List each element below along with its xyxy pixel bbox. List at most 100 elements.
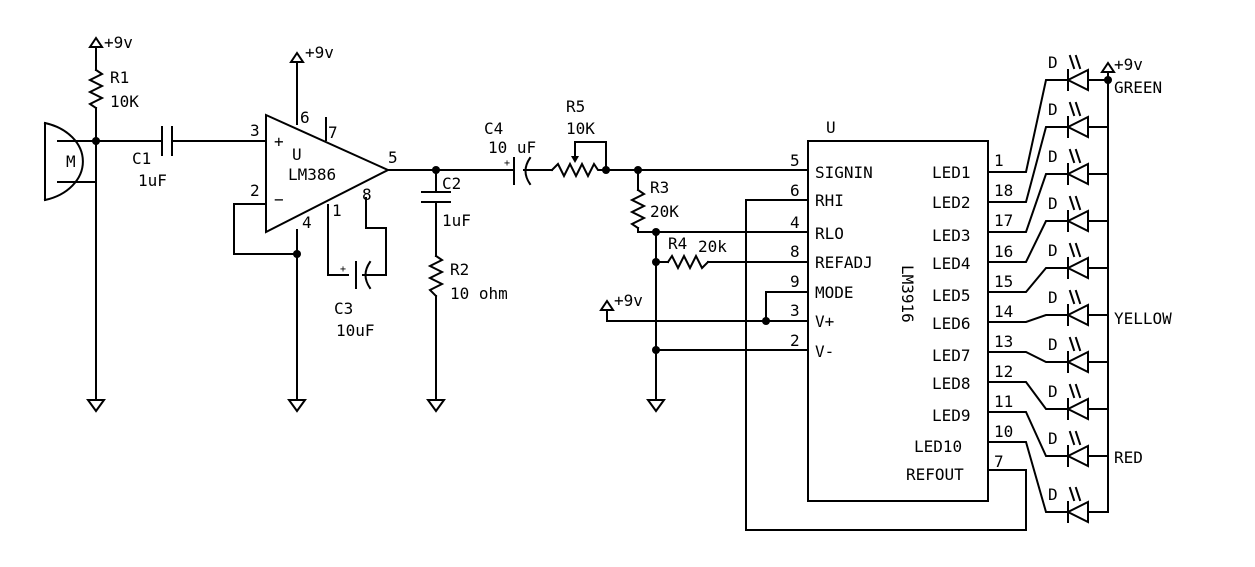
led-10: D bbox=[987, 441, 1109, 524]
ic-pin-led2: LED2 bbox=[932, 193, 971, 212]
c1-value: 1uF bbox=[138, 171, 167, 190]
r4-value: 20k bbox=[698, 237, 727, 256]
led-8: D bbox=[987, 381, 1109, 421]
ic-pin-led7: LED7 bbox=[932, 346, 971, 365]
microphone: M bbox=[43, 121, 97, 401]
led-9: D bbox=[987, 411, 1109, 468]
supply-label: +9v bbox=[614, 291, 643, 310]
c2-value: 1uF bbox=[442, 211, 471, 230]
opamp-plus: + bbox=[274, 132, 284, 151]
capacitor-c2: C2 1uF bbox=[421, 169, 471, 257]
r3-value: 20K bbox=[650, 202, 679, 221]
ic-pin-led6: LED6 bbox=[932, 314, 971, 333]
mic-label: M bbox=[66, 152, 76, 171]
potentiometer-r5: R5 10K bbox=[550, 97, 639, 179]
ic-pin-num: 8 bbox=[790, 242, 800, 261]
ic-pin-num: 14 bbox=[994, 302, 1013, 321]
r3-name: R3 bbox=[650, 178, 669, 197]
r5-value: 10K bbox=[566, 119, 595, 138]
resistor-r3: R3 20K bbox=[629, 169, 809, 233]
ic-pin-num: 10 bbox=[994, 422, 1013, 441]
ic-pin-num: 16 bbox=[994, 242, 1013, 261]
ic-pin-num: 5 bbox=[790, 151, 800, 170]
r1-name: R1 bbox=[110, 68, 129, 87]
opamp-pin5: 5 bbox=[388, 148, 398, 167]
resistor-r4: R4 20k bbox=[655, 234, 809, 271]
opamp-minus: − bbox=[274, 190, 284, 209]
led-4: D bbox=[987, 194, 1109, 263]
opamp-pin7: 7 bbox=[328, 123, 338, 142]
ic-pin-led1: LED1 bbox=[932, 163, 971, 182]
ic-lm3916: U LM3916 SIGNIN 5 RHI 6 RLO 4 REFADJ 8 M… bbox=[790, 118, 1013, 502]
led-2: D bbox=[987, 100, 1109, 203]
opamp-name: LM386 bbox=[288, 165, 336, 184]
ic-pin-num: 13 bbox=[994, 332, 1013, 351]
ground-symbol bbox=[86, 399, 106, 413]
ic-pin-led5: LED5 bbox=[932, 286, 971, 305]
c1-name: C1 bbox=[132, 149, 151, 168]
c3-polarity: + bbox=[340, 264, 346, 275]
supply-label: +9v bbox=[104, 33, 133, 52]
ic-pin-led9: LED9 bbox=[932, 406, 971, 425]
ic-pin-mode: MODE bbox=[815, 283, 854, 302]
led-label: D bbox=[1048, 100, 1058, 119]
ic-pin-refadj: REFADJ bbox=[815, 253, 873, 272]
r5-name: R5 bbox=[566, 97, 585, 116]
resistor-r2: R2 10 ohm bbox=[427, 254, 508, 401]
ic-pin-signin: SIGNIN bbox=[815, 163, 873, 182]
ic-pin-num: 12 bbox=[994, 362, 1013, 381]
led-color-yellow: YELLOW bbox=[1114, 309, 1172, 328]
led-label: D bbox=[1048, 147, 1058, 166]
led-3: D bbox=[987, 147, 1109, 233]
opamp-pin8: 8 bbox=[362, 185, 372, 204]
led-1: D bbox=[987, 53, 1109, 173]
led-5: D bbox=[987, 241, 1109, 293]
r2-value: 10 ohm bbox=[450, 284, 508, 303]
led-label: D bbox=[1048, 485, 1058, 504]
ic-pin-num: 2 bbox=[790, 331, 800, 350]
c3-value: 10uF bbox=[336, 321, 375, 340]
supply-label: +9v bbox=[305, 43, 334, 62]
ground-symbol bbox=[426, 399, 446, 413]
ic-pin-num: 17 bbox=[994, 211, 1013, 230]
c4-name: C4 bbox=[484, 119, 503, 138]
ic-pin-num: 15 bbox=[994, 272, 1013, 291]
r1-value: 10K bbox=[110, 92, 139, 111]
ic-pin-num: 9 bbox=[790, 272, 800, 291]
ic-name: LM3916 bbox=[898, 265, 917, 323]
led-label: D bbox=[1048, 382, 1058, 401]
led-label: D bbox=[1048, 335, 1058, 354]
ic-pin-num: 3 bbox=[790, 301, 800, 320]
ground-symbol bbox=[646, 399, 666, 413]
opamp-pin3: 3 bbox=[250, 121, 260, 140]
ic-pin-vminus: V- bbox=[815, 342, 834, 361]
ic-pin-num: 7 bbox=[994, 452, 1004, 471]
ic-pin-num: 4 bbox=[790, 213, 800, 232]
capacitor-c1: C1 1uF bbox=[95, 126, 267, 190]
ic-pin-rhi: RHI bbox=[815, 191, 844, 210]
led-color-green: GREEN bbox=[1114, 78, 1162, 97]
c4-value: 10 uF bbox=[488, 138, 536, 157]
opamp-pin4: 4 bbox=[302, 213, 312, 232]
resistor-r1: +9v R1 10K bbox=[87, 33, 139, 142]
c4-polarity: + bbox=[504, 158, 510, 169]
ic-pin-rlo: RLO bbox=[815, 224, 844, 243]
ic-pin-num: 6 bbox=[790, 181, 800, 200]
opamp-lm386: U LM386 + − 3 2 6 7 5 4 1 8 +9v bbox=[233, 43, 398, 255]
r4-name: R4 bbox=[668, 234, 687, 253]
ic-pin-num: 11 bbox=[994, 392, 1013, 411]
led-label: D bbox=[1048, 241, 1058, 260]
opamp-pin6: 6 bbox=[300, 108, 310, 127]
opamp-pin1: 1 bbox=[332, 201, 342, 220]
ic-pin-led4: LED4 bbox=[932, 254, 971, 273]
ic-ref: U bbox=[826, 118, 836, 137]
led-6: D bbox=[987, 288, 1109, 327]
ic-pin-vplus: V+ bbox=[815, 312, 834, 331]
ic-pin-refout: REFOUT bbox=[906, 465, 964, 484]
capacitor-c4: + C4 10 uF bbox=[484, 119, 553, 186]
led-color-red: RED bbox=[1114, 448, 1143, 467]
ic-pin-led8: LED8 bbox=[932, 374, 971, 393]
r2-name: R2 bbox=[450, 260, 469, 279]
